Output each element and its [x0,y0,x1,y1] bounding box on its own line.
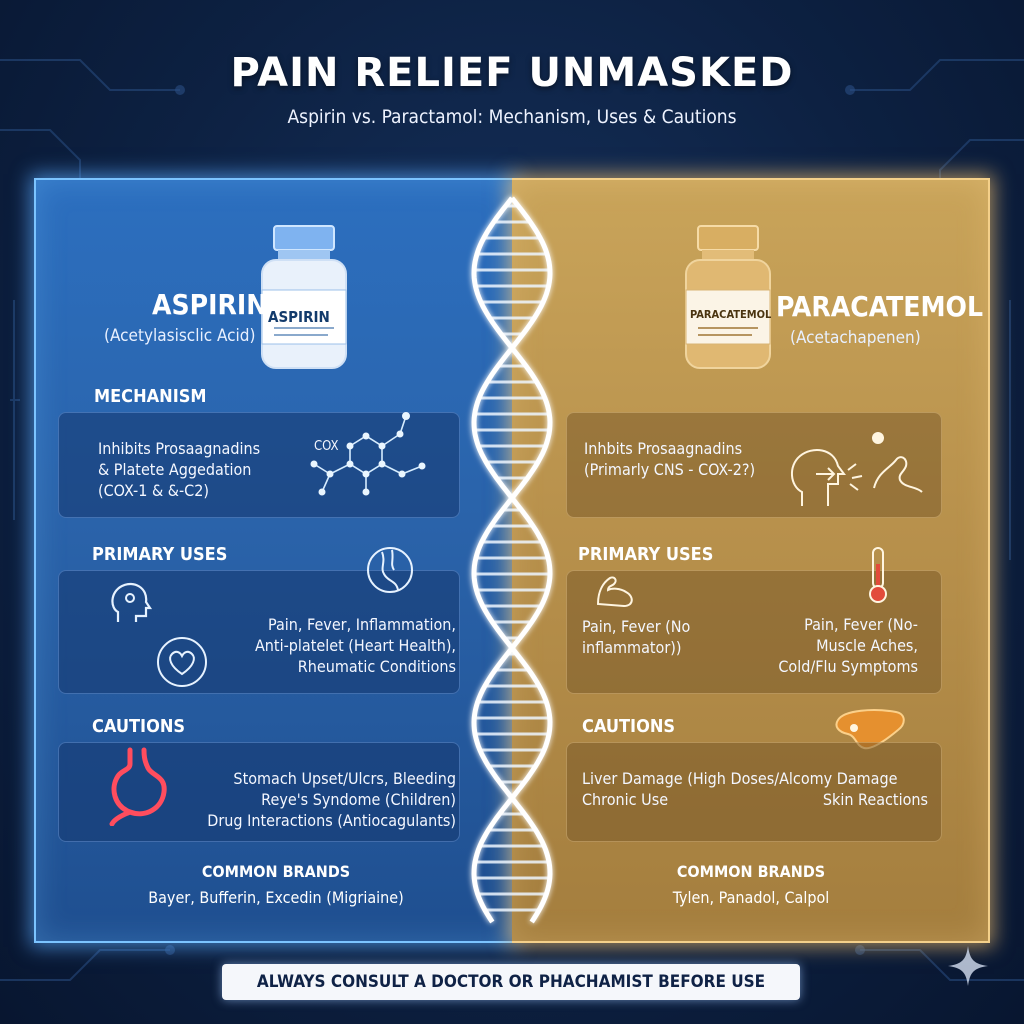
paracetamol-cautions-box [566,742,942,842]
paracetamol-uses-text-left: Pain, Fever (No inflammator)) [582,617,691,657]
aspirin-uses-heading: PRIMARY USES [92,544,228,565]
paracetamol-name: PARACATEMOL [776,290,984,323]
paracetamol-bottle-icon [685,225,771,369]
paracetamol-mechanism-box [566,412,942,518]
aspirin-panel: ASPIRIN ASPIRIN (Acetylasisclic Acid) ME… [34,178,514,943]
paracetamol-brands-heading: COMMON BRANDS [676,862,826,881]
paracetamol-cautions-text-left: Liver Damage (High Doses/Alcomy Damage C… [582,769,898,809]
aspirin-bottle-icon [261,225,347,369]
molecule-icon [310,412,426,496]
knee-joint-icon [367,547,413,593]
thermometer-icon [869,547,887,603]
aspirin-cautions-box [58,742,460,842]
aspirin-brands-heading: COMMON BRANDS [201,862,351,881]
paracetamol-brands: Tylen, Panadol, Calpol [672,888,830,907]
paracetamol-mechanism-text: Inhbits Prosaagnadins (Primarly CNS - CO… [584,439,756,479]
aspirin-name: ASPIRIN [152,288,268,321]
aspirin-mechanism-heading: MECHANISM [94,386,207,407]
aspirin-uses-box [58,570,460,694]
paracetamol-bottle-label: PARACATEMOL [690,308,772,321]
head-icon [111,582,153,622]
stomach-icon [109,747,167,826]
aspirin-mechanism-text: Inhibits Prosaagnadins & Platete Aggedat… [98,439,261,500]
paracetamol-uses-heading: PRIMARY USES [578,544,714,565]
paracetamol-cautions-heading: CAUTIONS [582,716,676,737]
aspirin-bottle-label: ASPIRIN [268,308,330,326]
liver-icon [835,709,905,750]
molecule-cox-label: COX [314,439,339,454]
dna-helix-icon [471,196,553,924]
aspirin-brands: Bayer, Bufferin, Excedin (Migriaine) [148,888,404,907]
muscle-icon [596,576,633,608]
paracetamol-cautions-text-right: Skin Reactions [822,790,928,809]
brain-muscle-icon [791,432,923,506]
aspirin-chemical-name: (Acetylasisclic Acid) [104,326,256,346]
paracetamol-chemical-name: (Acetachapenen) [790,328,921,348]
paracetamol-uses-text-right: Pain, Fever (No- Muscle Aches, Cold/Flu … [778,615,918,676]
aspirin-uses-text: Pain, Fever, Inflammation, Anti-platelet… [254,615,456,676]
page-subtitle: Aspirin vs. Paractamol: Mechanism, Uses … [287,106,737,128]
paracetamol-panel: PARACATEMOL PARACATEMOL (Acetachapenen) … [512,178,990,943]
sparkle-icon [948,946,988,986]
heart-icon [157,637,207,687]
aspirin-cautions-text: Stomach Upset/Ulcrs, Bleeding Reye's Syn… [207,769,456,830]
page-title: PAIN RELIEF UNMASKED [230,50,794,96]
aspirin-cautions-heading: CAUTIONS [92,716,186,737]
safety-warning-banner: ALWAYS CONSULT A DOCTOR OR PHACHAMIST BE… [222,964,800,1000]
aspirin-mechanism-box [58,412,460,518]
